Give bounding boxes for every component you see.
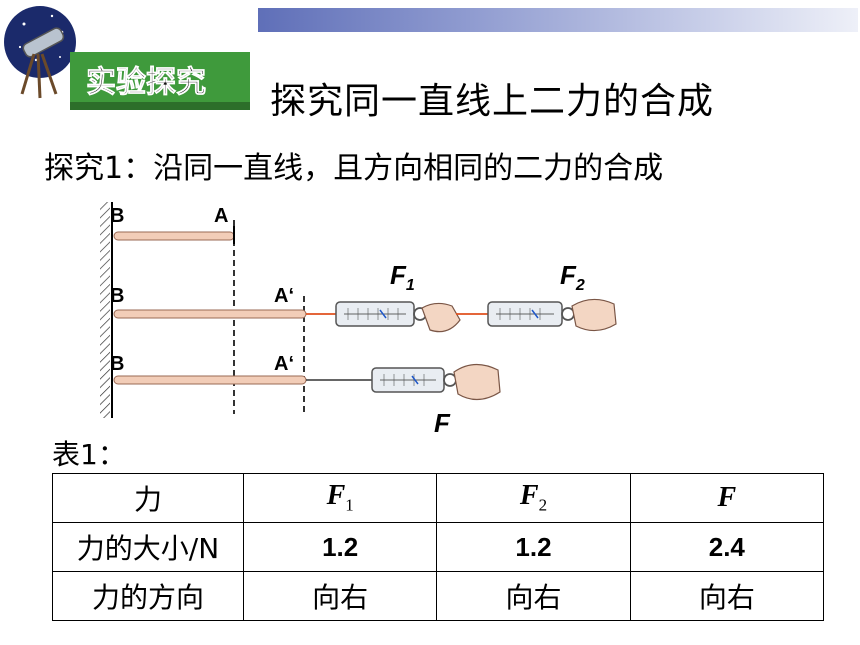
force-label-f: F <box>434 408 451 438</box>
spring-scale-2 <box>487 301 575 327</box>
rubber-band-row-3 <box>113 375 372 385</box>
value-f1-direction: 向右 <box>242 571 438 621</box>
header-cell-force: 力 <box>52 473 244 523</box>
page-title: 探究同一直线上二力的合成 <box>270 81 715 122</box>
value-f2-direction: 向右 <box>436 571 631 621</box>
force-label-f1: F1 <box>390 260 415 294</box>
rubber-band-row-2 <box>113 309 336 319</box>
label-a-prime-row-3: A‘ <box>274 353 294 375</box>
wall <box>100 202 113 418</box>
label-a-row-1: A <box>214 205 228 227</box>
spring-scale-3 <box>371 367 457 393</box>
rubber-band-row-1 <box>113 226 235 244</box>
label-a-prime-row-2: A‘ <box>274 285 294 307</box>
value-f2-magnitude: 1.2 <box>436 522 631 572</box>
hand-icon <box>453 363 501 401</box>
force-label-f2: F2 <box>560 260 585 294</box>
experiment-subtitle: 探究1：沿同一直线，且方向相同的二力的合成 <box>44 151 664 186</box>
hand-icon <box>571 298 617 332</box>
spring-scale-1 <box>335 301 427 327</box>
force-table: 力 F1 F2 F 力的大小/N 1.2 1.2 2.4 力的方向 向右 向右 … <box>52 473 825 621</box>
value-f-magnitude: 2.4 <box>629 522 825 572</box>
telescope-icon <box>20 27 65 99</box>
hand-icon <box>421 302 461 333</box>
label-b-row-2: B <box>110 285 124 307</box>
label-b-row-3: B <box>110 353 124 375</box>
table-label: 表1： <box>52 438 126 471</box>
header-gradient-bar <box>258 8 858 32</box>
row-label-magnitude: 力的大小/N <box>52 522 244 572</box>
experiment-logo: 实验探究 <box>4 6 250 110</box>
row-label-direction: 力的方向 <box>52 571 244 621</box>
value-f-direction: 向右 <box>629 571 825 621</box>
experiment-diagram: B A B A‘ F1 F2 <box>100 202 617 438</box>
table-row: 力的大小/N 1.2 1.2 2.4 <box>52 522 825 572</box>
header-cell-f1: F1 <box>242 473 438 523</box>
logo-text: 实验探究 <box>86 65 206 100</box>
header-cell-f2: F2 <box>436 473 631 523</box>
value-f1-magnitude: 1.2 <box>242 522 438 572</box>
header-cell-f: F <box>629 473 825 523</box>
label-b-row-1: B <box>110 205 124 227</box>
table-row: 力的方向 向右 向右 向右 <box>52 571 825 621</box>
table-header-row: 力 F1 F2 F <box>52 473 825 523</box>
